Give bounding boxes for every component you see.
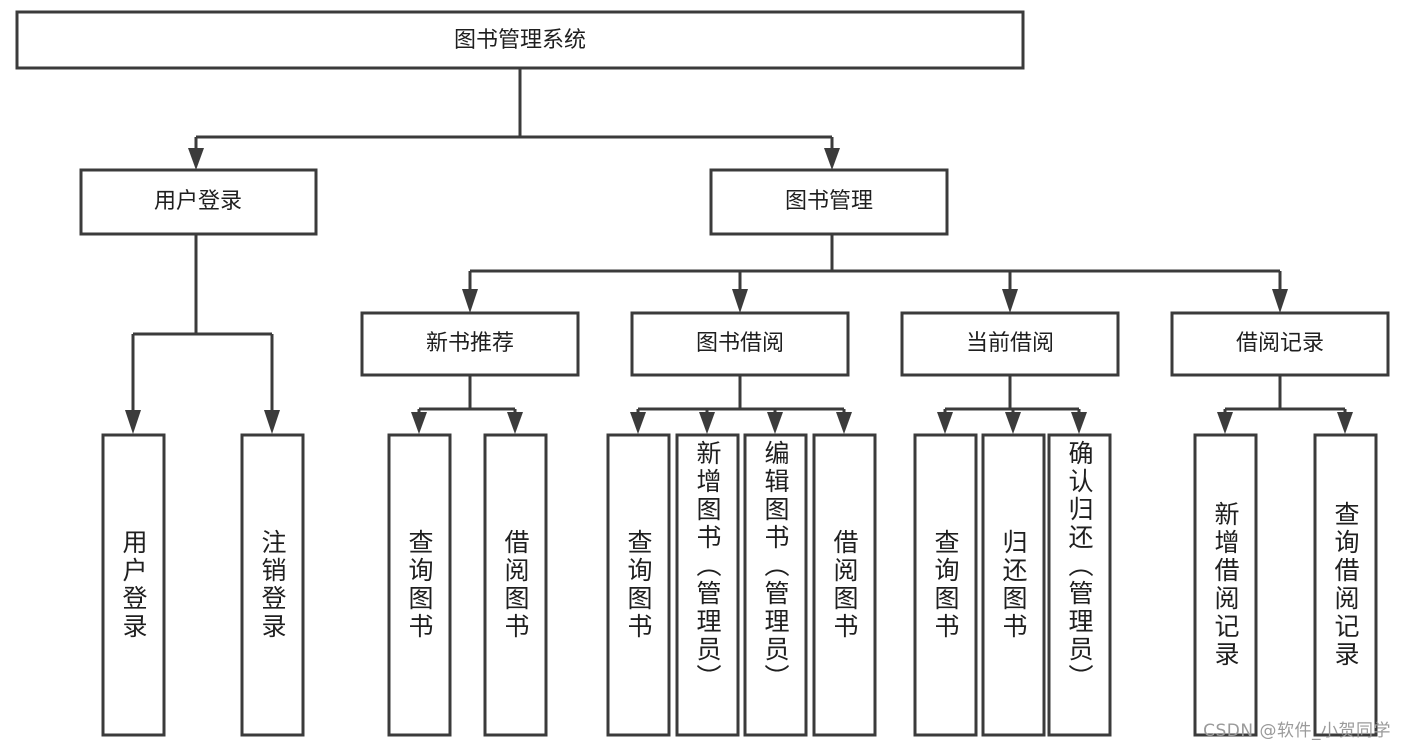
leaf-label-borrow-book-2: 借阅图书 (830, 529, 859, 641)
leaf-box-user-logout[interactable] (240, 433, 305, 737)
node-user-login-label: 用户登录 (154, 189, 242, 214)
leaf-label-user-logout: 注销登录 (258, 529, 287, 641)
arrow-icon (188, 148, 204, 170)
arrow-icon (125, 410, 141, 434)
node-new-book-recommend[interactable]: 新书推荐 (360, 311, 580, 377)
leaf-label-add-book: 新增图书（管理员） (693, 440, 722, 692)
leaf-box-add-record[interactable] (1193, 433, 1258, 737)
arrow-icon (1002, 289, 1018, 313)
leaf-label-add-record: 新增借阅记录 (1211, 501, 1240, 669)
leaf-label-query-record: 查询借阅记录 (1331, 501, 1360, 669)
node-borrow-record[interactable]: 借阅记录 (1170, 311, 1390, 377)
node-root-label: 图书管理系统 (454, 28, 586, 53)
leaf-box-borrow-book-2[interactable] (812, 433, 877, 737)
leaf-box-borrow-book-1[interactable] (483, 433, 548, 737)
node-book-management-label: 图书管理 (785, 189, 873, 214)
connector-bookmgmt-to-level3 (462, 234, 1288, 313)
leaf-label-user-login: 用户登录 (119, 529, 148, 641)
leaf-box-edit-book[interactable] (743, 433, 808, 737)
leaf-box-add-book[interactable] (675, 433, 740, 737)
arrow-icon (1272, 289, 1288, 313)
leaf-label-query-book-1: 查询图书 (405, 529, 434, 641)
leaf-label-confirm-return: 确认归还（管理员） (1065, 440, 1094, 692)
arrow-icon (836, 412, 852, 434)
leaf-box-confirm-return[interactable] (1047, 433, 1112, 737)
node-book-borrow[interactable]: 图书借阅 (630, 311, 850, 377)
arrow-icon (824, 148, 840, 170)
node-borrow-record-label: 借阅记录 (1236, 331, 1324, 356)
connector-currentborrow-to-leaves (937, 375, 1087, 434)
arrow-icon (630, 412, 646, 434)
leaf-box-return-book[interactable] (981, 433, 1046, 737)
node-book-borrow-label: 图书借阅 (696, 331, 784, 356)
connector-bookborrow-to-leaves (630, 375, 852, 434)
arrow-icon (462, 289, 478, 313)
arrow-icon (937, 412, 953, 434)
arrow-icon (411, 412, 427, 434)
leaf-label-return-book: 归还图书 (999, 529, 1028, 641)
leaf-box-query-book-3[interactable] (913, 433, 978, 737)
node-current-borrow[interactable]: 当前借阅 (900, 311, 1120, 377)
leaf-label-borrow-book-1: 借阅图书 (501, 529, 530, 641)
arrow-icon (1217, 412, 1233, 434)
leaf-box-query-record[interactable] (1313, 433, 1378, 737)
connector-borrowrecord-to-leaves (1217, 375, 1353, 434)
leaf-box-query-book-2[interactable] (606, 433, 671, 737)
arrow-icon (1337, 412, 1353, 434)
leaf-box-query-book-1[interactable] (387, 433, 452, 737)
arrow-icon (732, 289, 748, 313)
arrow-icon (507, 412, 523, 434)
node-root[interactable]: 图书管理系统 (15, 10, 1025, 70)
connector-root-to-level2 (188, 68, 840, 170)
arrow-icon (1005, 412, 1021, 434)
watermark: CSDN @软件_小贺同学 (1203, 721, 1391, 741)
arrow-icon (699, 412, 715, 434)
node-new-book-recommend-label: 新书推荐 (426, 331, 514, 356)
node-current-borrow-label: 当前借阅 (966, 331, 1054, 356)
leaf-label-edit-book: 编辑图书（管理员） (761, 440, 790, 692)
arrow-icon (767, 412, 783, 434)
connector-userlogin-to-leaves (125, 234, 280, 434)
arrow-icon (264, 410, 280, 434)
connector-newbook-to-leaves (411, 375, 523, 434)
arrow-icon (1071, 412, 1087, 434)
leaf-label-query-book-3: 查询图书 (931, 529, 960, 641)
leaf-label-query-book-2: 查询图书 (624, 529, 653, 641)
node-book-management[interactable]: 图书管理 (709, 168, 949, 236)
leaf-box-user-login[interactable] (101, 433, 166, 737)
node-user-login[interactable]: 用户登录 (79, 168, 318, 236)
